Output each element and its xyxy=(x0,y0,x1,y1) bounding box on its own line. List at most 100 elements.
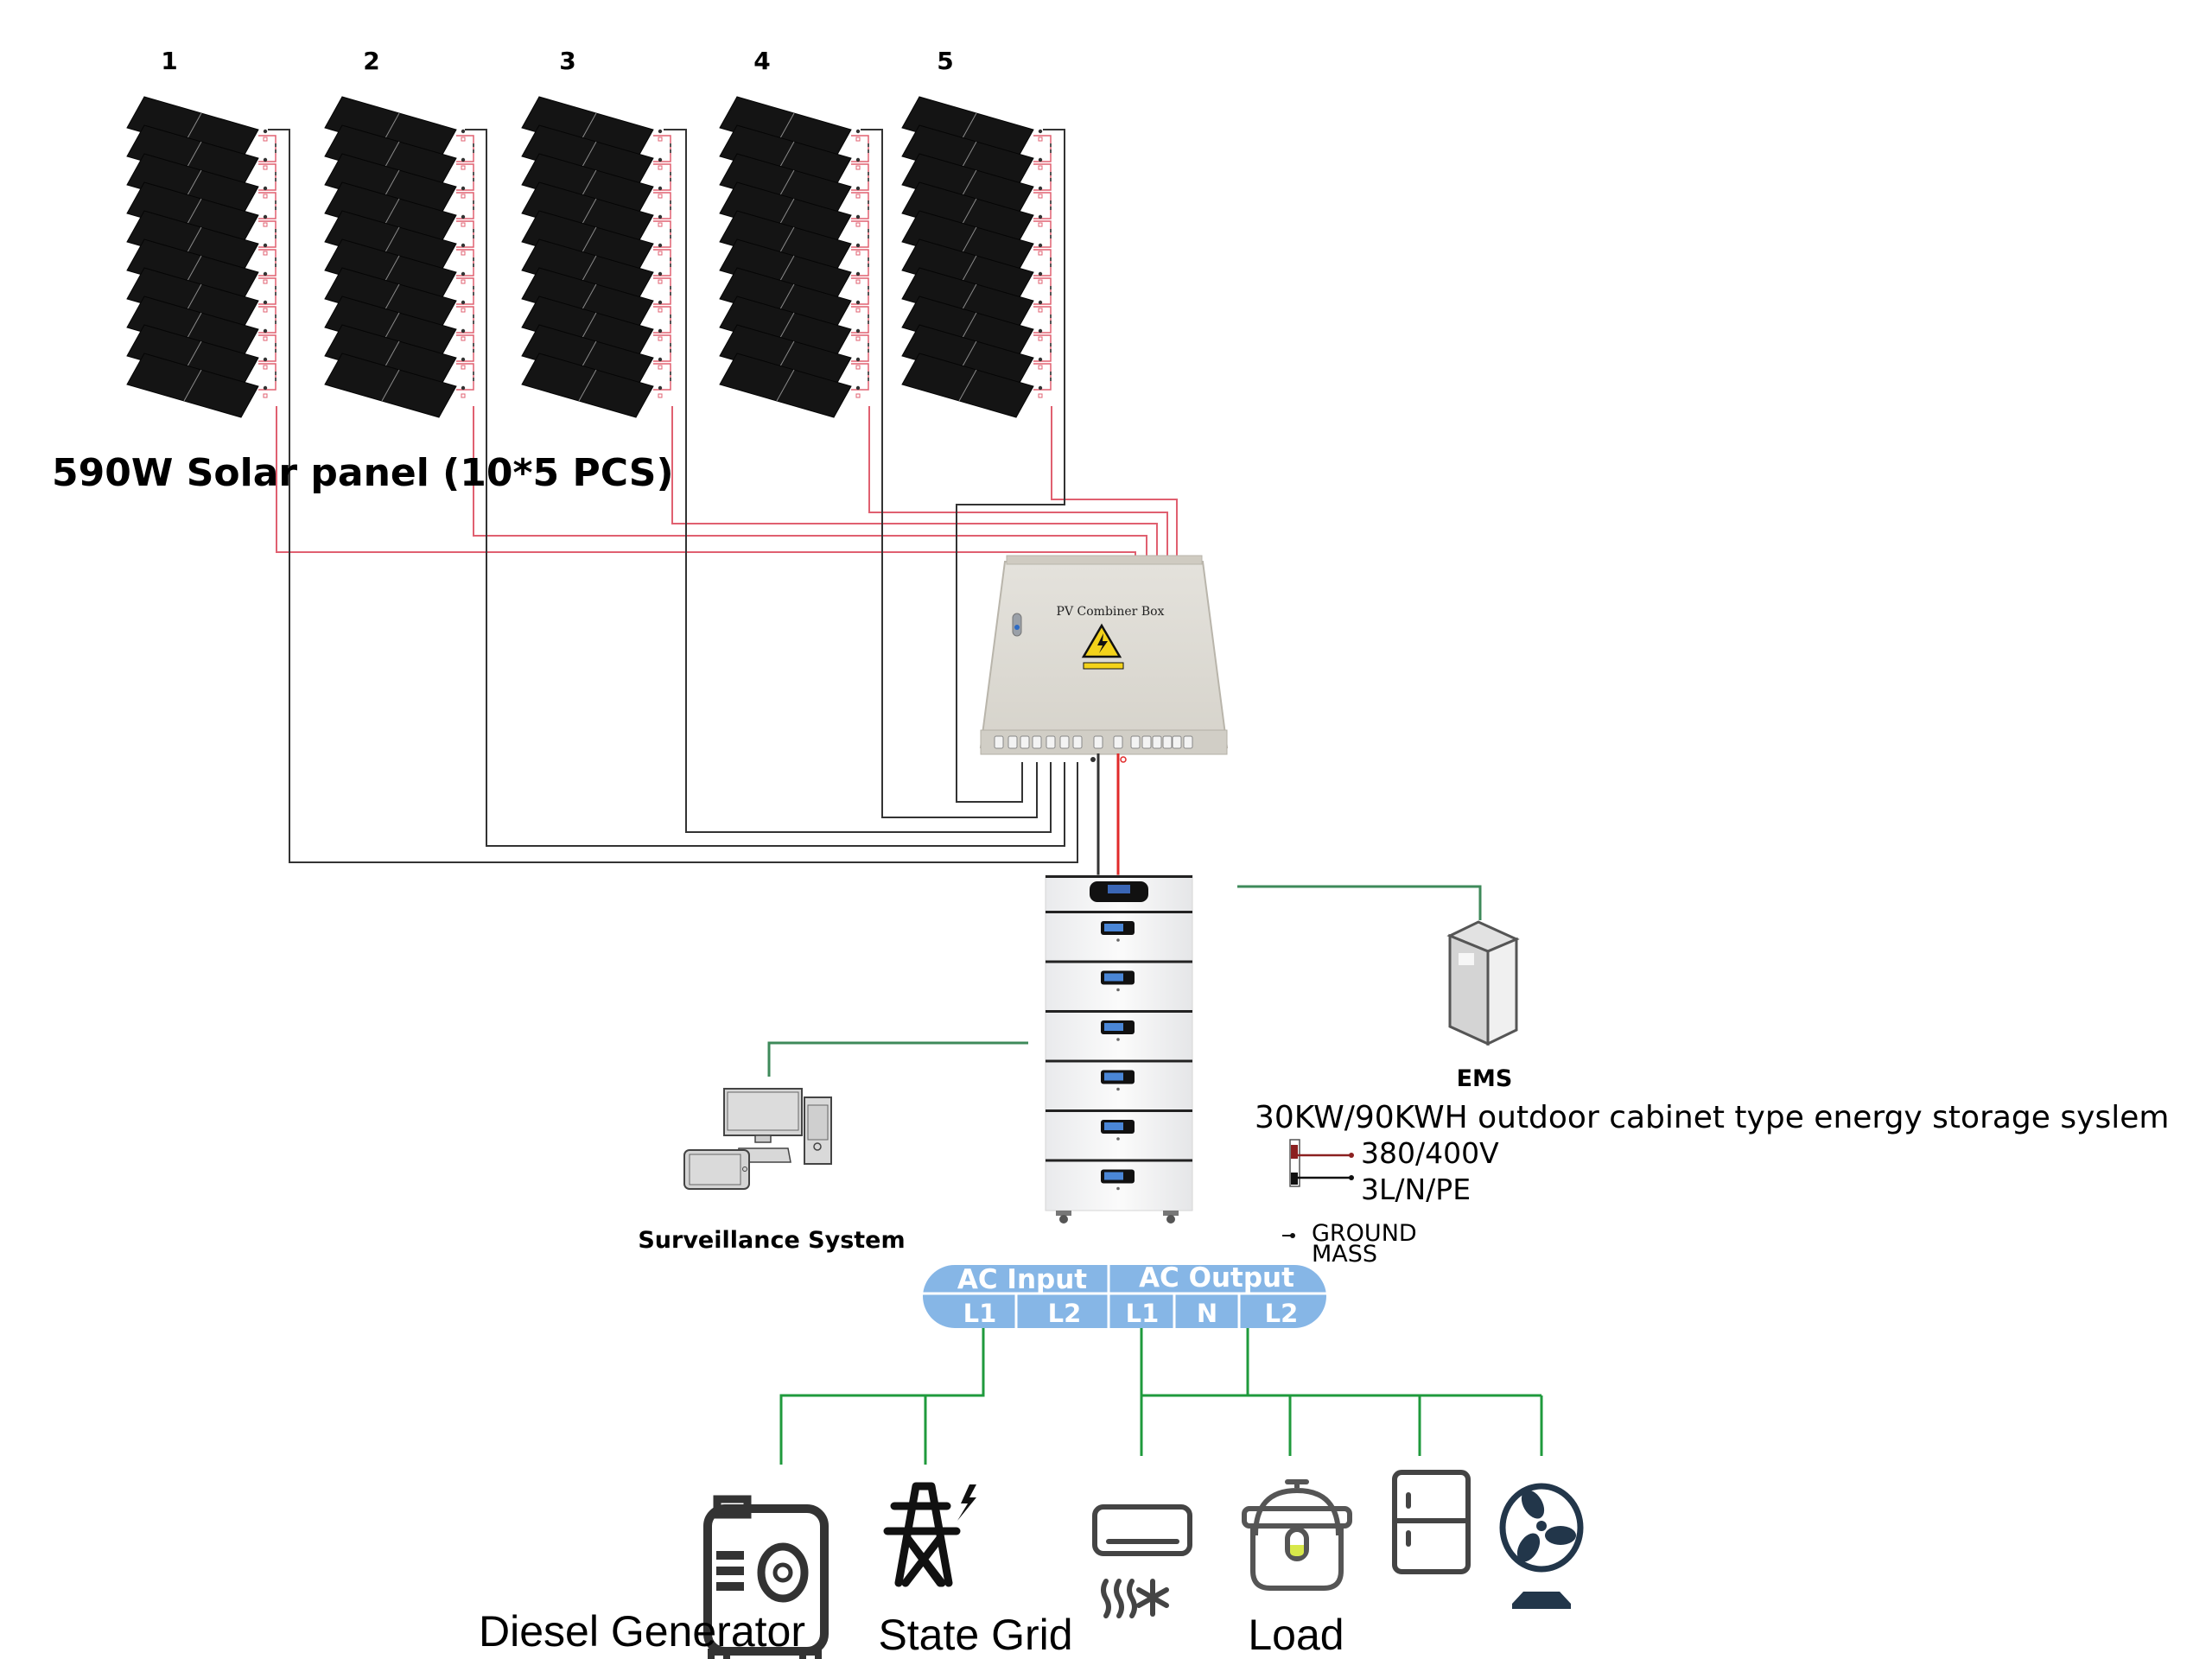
series-jumper xyxy=(653,363,671,391)
positive-terminal xyxy=(461,137,466,142)
solar-string-1 xyxy=(126,96,276,418)
series-jumper xyxy=(1033,135,1052,162)
legend-mass: MASS xyxy=(1312,1241,1377,1268)
series-jumper xyxy=(456,135,474,162)
positive-terminal xyxy=(1038,279,1043,284)
battery-module xyxy=(1046,911,1192,942)
negative-terminal xyxy=(461,271,466,276)
series-jumper xyxy=(653,163,671,191)
solar-strings xyxy=(126,96,1052,418)
string-2-negative-wire xyxy=(465,129,1065,847)
string-label-1: 1 xyxy=(161,47,177,75)
panel-divider xyxy=(958,369,977,402)
panel-divider xyxy=(776,369,795,402)
pv-combiner-box: PV Combiner Box xyxy=(979,555,1229,875)
negative-terminal xyxy=(658,271,663,276)
positive-terminal xyxy=(855,393,861,398)
negative-terminal xyxy=(263,243,268,248)
ac-input-label: AC Input xyxy=(957,1264,1087,1295)
solar-array-title: 590W Solar panel (10*5 PCS) xyxy=(52,451,674,495)
battery-module xyxy=(1046,1109,1192,1141)
cable-gland xyxy=(1130,735,1141,749)
legend-ground: GROUND xyxy=(1312,1220,1417,1247)
positive-terminal xyxy=(461,222,466,227)
positive-terminal xyxy=(658,365,663,370)
legend-phases: 3L/N/PE xyxy=(1361,1173,1471,1206)
dc-negative-wires xyxy=(268,129,1078,863)
ac-terminal-panel: AC Input AC Output L1 L2 L1 N L2 xyxy=(923,1262,1326,1329)
series-jumper xyxy=(653,220,671,248)
negative-terminal xyxy=(1038,129,1043,134)
inverter-module xyxy=(1090,881,1148,902)
negative-terminal xyxy=(1038,186,1043,191)
positive-terminal xyxy=(263,251,268,256)
series-jumper xyxy=(456,334,474,362)
series-jumper xyxy=(258,220,276,248)
series-jumper xyxy=(1033,363,1052,391)
ac-output-terminal-n: N xyxy=(1197,1299,1217,1328)
battery-module xyxy=(1046,1059,1192,1091)
string-5-negative-wire xyxy=(956,129,1065,803)
positive-terminal xyxy=(658,393,663,398)
positive-terminal xyxy=(855,194,861,199)
negative-terminal xyxy=(461,186,466,191)
negative-terminal xyxy=(855,157,861,162)
negative-terminal xyxy=(855,186,861,191)
series-jumper xyxy=(1033,334,1052,362)
negative-terminal xyxy=(1038,271,1043,276)
series-jumper xyxy=(653,306,671,334)
string-labels: 1 2 3 4 5 xyxy=(161,47,953,75)
positive-terminal xyxy=(1038,365,1043,370)
solar-string-4 xyxy=(719,96,869,418)
legend-voltage: 380/400V xyxy=(1361,1136,1499,1170)
ems-server-icon xyxy=(1446,920,1520,1046)
negative-terminal xyxy=(855,271,861,276)
solar-string-2 xyxy=(324,96,474,418)
positive-terminal xyxy=(1038,194,1043,199)
series-jumper xyxy=(258,363,276,391)
ac-input-terminal-l2: L2 xyxy=(1048,1299,1082,1328)
surveillance-computer-icon xyxy=(683,1088,832,1190)
high-voltage-warning-icon xyxy=(1081,623,1122,658)
energy-storage-cabinet xyxy=(1045,874,1193,1224)
positive-terminal xyxy=(658,279,663,284)
negative-terminal xyxy=(1038,357,1043,362)
negative-terminal xyxy=(263,357,268,362)
cable-glands xyxy=(994,735,1193,749)
negative-terminal xyxy=(855,214,861,219)
positive-terminal xyxy=(461,336,466,341)
solar-string-3 xyxy=(521,96,671,418)
negative-terminal xyxy=(658,243,663,248)
series-jumper xyxy=(653,192,671,219)
series-jumper xyxy=(851,135,869,162)
positive-terminal xyxy=(1038,137,1043,142)
negative-terminal xyxy=(263,214,268,219)
series-jumper xyxy=(258,277,276,305)
series-jumper xyxy=(258,249,276,276)
ac-output-label: AC Output xyxy=(1139,1262,1294,1294)
negative-terminal xyxy=(1038,328,1043,334)
positive-terminal xyxy=(658,251,663,256)
fan-icon xyxy=(1499,1483,1584,1609)
positive-terminal xyxy=(855,165,861,170)
negative-terminal xyxy=(263,157,268,162)
cable-gland xyxy=(994,735,1004,749)
series-jumper xyxy=(258,163,276,191)
cable-gland xyxy=(1113,735,1123,749)
cable-gland xyxy=(1046,735,1056,749)
negative-terminal xyxy=(1038,385,1043,391)
positive-terminal xyxy=(461,308,466,313)
load-label: Load xyxy=(1248,1611,1344,1659)
positive-terminal xyxy=(1038,165,1043,170)
negative-terminal xyxy=(658,186,663,191)
positive-terminal xyxy=(263,393,268,398)
positive-terminal xyxy=(855,279,861,284)
negative-terminal xyxy=(461,214,466,219)
battery-module xyxy=(1046,960,1192,992)
negative-terminal xyxy=(461,385,466,391)
positive-terminal xyxy=(263,279,268,284)
series-jumper xyxy=(851,363,869,391)
diesel-generator-label: Diesel Generator xyxy=(479,1607,805,1656)
positive-terminal xyxy=(1038,251,1043,256)
